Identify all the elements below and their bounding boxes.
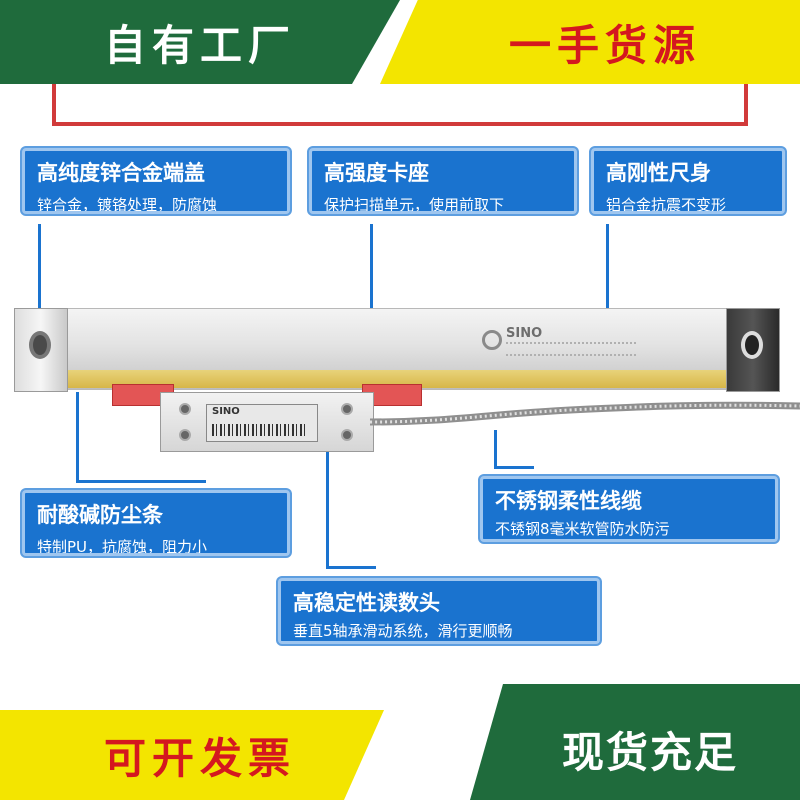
read-head-label-brand: SINO <box>212 406 240 417</box>
feature-dust-seal-desc: 特制PU，抗腐蚀，阻力小 <box>25 533 287 553</box>
banner-first-hand-source-text: 一手货源 <box>508 20 701 70</box>
feature-endcap: 高纯度锌合金端盖 锌合金，镀铬处理，防腐蚀 <box>22 148 290 214</box>
mounting-hole <box>29 331 51 359</box>
heading-frame <box>52 60 748 126</box>
connector-cable-h <box>494 466 534 469</box>
feature-cable-title: 不锈钢柔性线缆 <box>495 489 642 513</box>
armored-cable <box>370 401 800 426</box>
banner-own-factory-text: 自有工厂 <box>103 20 296 70</box>
connector-head-v <box>326 452 329 568</box>
feature-cable-desc: 不锈钢8毫米软管防水防污 <box>483 515 775 539</box>
banner-first-hand-source: 一手货源 <box>380 0 800 84</box>
feature-dust-seal-title: 耐酸碱防尘条 <box>37 503 163 527</box>
brand-name: SINO <box>506 326 543 341</box>
connector-cable-v <box>494 430 497 468</box>
banner-own-factory: 自有工厂 <box>0 0 400 84</box>
feature-read-head-title: 高稳定性读数头 <box>293 591 440 615</box>
brand-fine-print <box>506 342 636 356</box>
connector-endcap <box>38 224 41 308</box>
feature-endcap-title: 高纯度锌合金端盖 <box>37 161 205 185</box>
connector-body <box>606 224 609 308</box>
banner-in-stock: 现货充足 <box>470 684 800 800</box>
feature-scale-body-title: 高刚性尺身 <box>606 161 711 185</box>
feature-cable: 不锈钢柔性线缆 不锈钢8毫米软管防水防污 <box>480 476 778 542</box>
dust-seal-strip <box>40 370 730 388</box>
banner-in-stock-text: 现货充足 <box>561 727 738 777</box>
feature-dust-seal: 耐酸碱防尘条 特制PU，抗腐蚀，阻力小 <box>22 490 290 556</box>
connector-seal-h <box>76 480 206 483</box>
feature-carriage-desc: 保护扫描单元，使用前取下 <box>312 191 574 211</box>
feature-endcap-desc: 锌合金，镀铬处理，防腐蚀 <box>25 191 287 211</box>
screw-icon <box>179 429 191 441</box>
mounting-hole <box>741 331 763 359</box>
screw-icon <box>341 403 353 415</box>
barcode <box>212 424 308 436</box>
left-endcap <box>14 308 68 392</box>
feature-scale-body: 高刚性尺身 铝合金抗震不变形 <box>591 148 785 214</box>
banner-invoice-available: 可开发票 <box>0 710 384 800</box>
feature-carriage-title: 高强度卡座 <box>324 161 429 185</box>
feature-read-head: 高稳定性读数头 垂直5轴承滑动系统，滑行更顺畅 <box>278 578 600 644</box>
brand-logo-icon <box>482 330 502 350</box>
read-head <box>160 392 374 452</box>
screw-icon <box>179 403 191 415</box>
right-endcap <box>726 308 780 392</box>
connector-head-h <box>326 566 376 569</box>
feature-read-head-desc: 垂直5轴承滑动系统，滑行更顺畅 <box>281 617 597 641</box>
screw-icon <box>341 429 353 441</box>
feature-carriage: 高强度卡座 保护扫描单元，使用前取下 <box>309 148 577 214</box>
feature-scale-body-desc: 铝合金抗震不变形 <box>594 191 782 211</box>
banner-invoice-available-text: 可开发票 <box>103 733 296 783</box>
connector-seal-v <box>76 392 79 482</box>
connector-carriage-v <box>370 224 373 384</box>
